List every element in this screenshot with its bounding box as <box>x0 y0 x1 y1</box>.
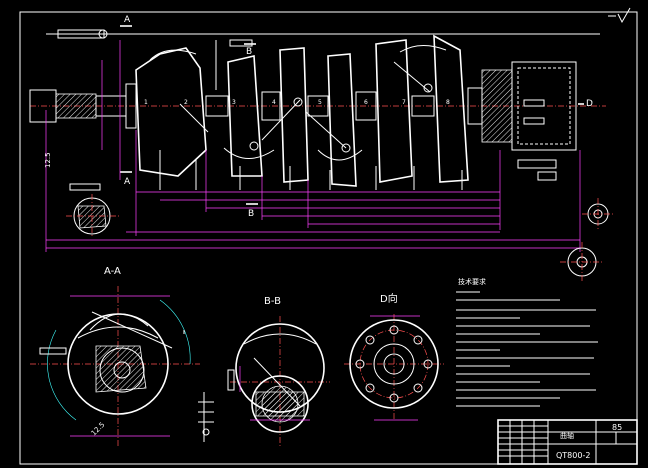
title-scale: 85 <box>612 423 622 432</box>
throw-number: 4 <box>272 99 276 106</box>
left-dimension-label: 12.5 <box>44 152 52 168</box>
technical-requirements: 技术要求 <box>456 277 598 407</box>
section-a-title: A-A <box>104 266 121 277</box>
throw-number: 2 <box>184 99 188 106</box>
throw-number: 1 <box>144 99 148 106</box>
section-b-title: B-B <box>264 296 281 307</box>
throw-number: 7 <box>402 99 406 106</box>
title-block: 85 曲轴 QT800-2 <box>497 419 638 465</box>
main-view: 1 2 3 4 5 6 7 8 A A B B D <box>29 15 606 252</box>
title-material: QT800-2 <box>556 451 590 460</box>
section-a-marker: A <box>124 15 131 25</box>
view-d: D向 <box>344 292 444 421</box>
throw-number: 8 <box>446 99 450 106</box>
title-part-name: 曲轴 <box>560 431 574 440</box>
throw-number: 5 <box>318 99 322 106</box>
section-b-b: B-B <box>227 296 330 448</box>
detail-key-section <box>66 183 120 238</box>
detail-hole-views <box>560 198 614 282</box>
section-b-marker: B <box>248 209 254 219</box>
tech-req-title: 技术要求 <box>458 277 486 286</box>
section-b-marker: B <box>246 47 252 57</box>
datum-symbol <box>198 392 214 442</box>
view-d-title: D向 <box>380 292 398 305</box>
section-a-marker: A <box>124 177 131 187</box>
section-a-dimension: 12.5 <box>90 421 107 438</box>
throw-number: 6 <box>364 99 368 106</box>
sheet-border <box>19 11 638 465</box>
section-a-a: A-A 12.5 <box>30 266 200 446</box>
roughness-mark-icon <box>608 7 631 24</box>
view-d-marker: D <box>586 99 593 109</box>
throw-number: 3 <box>232 99 236 106</box>
dimension-ticks <box>159 150 463 190</box>
